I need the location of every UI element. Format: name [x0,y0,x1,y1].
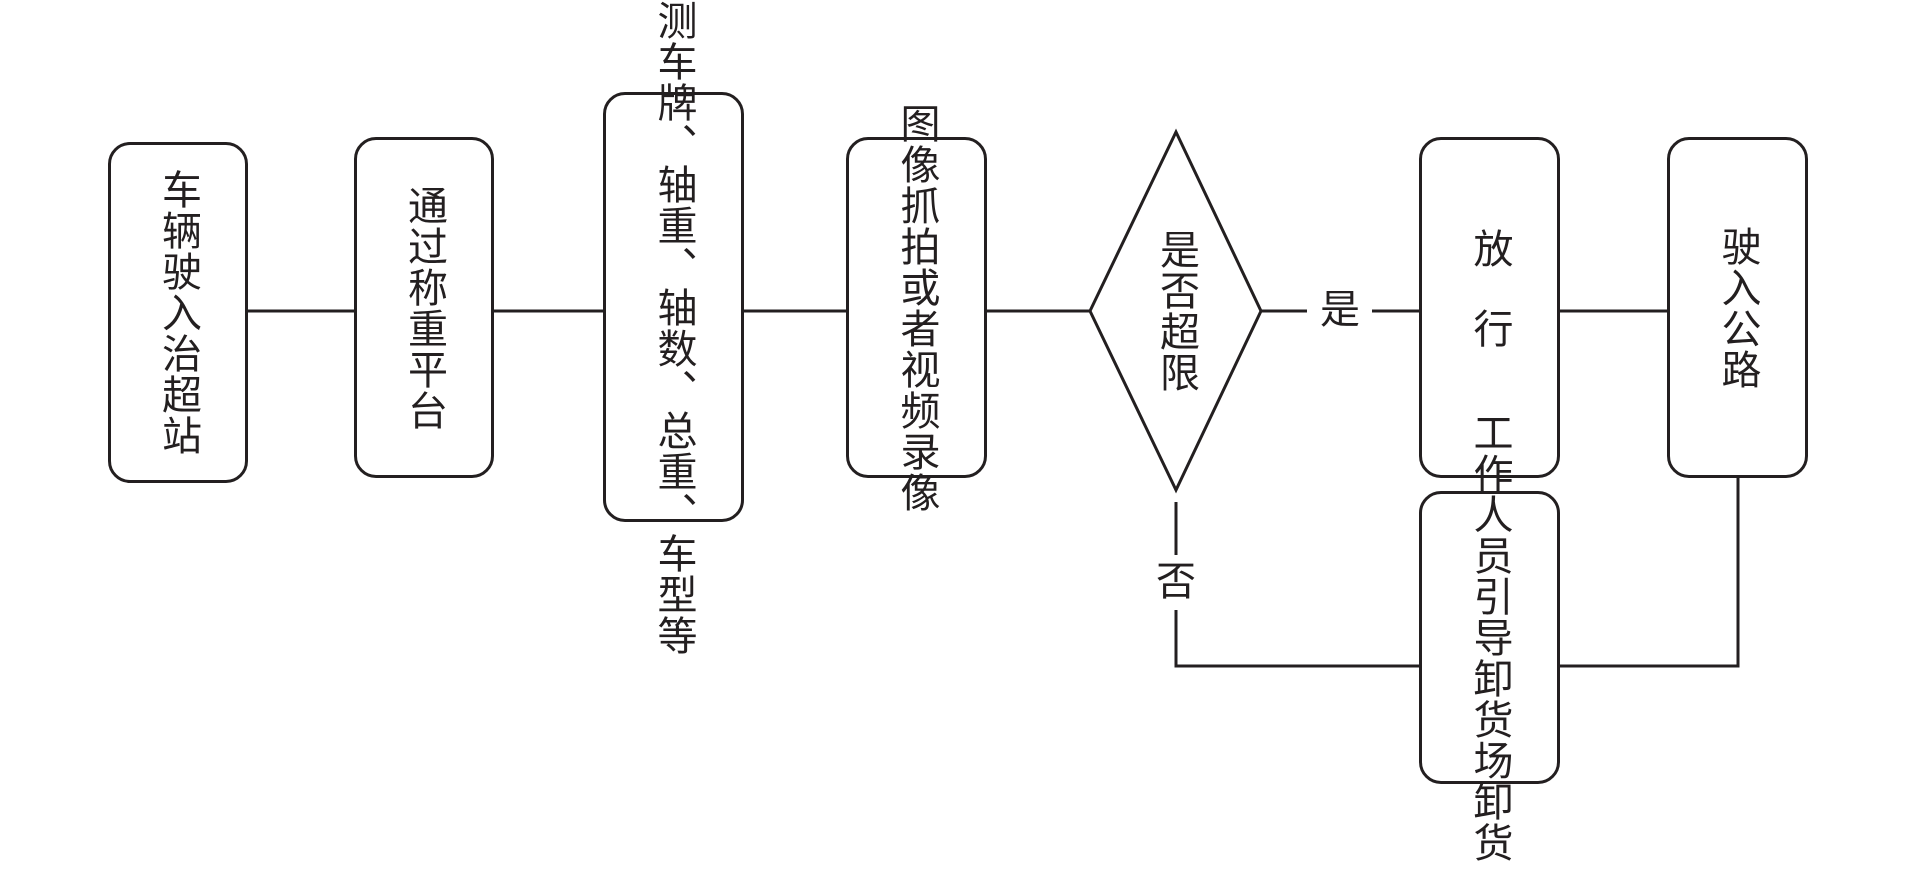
node-enter-station: 车辆驶入治超站 [108,142,248,483]
node-overload-check: 是否超限 [1136,216,1216,406]
node-capture-label: 图像抓拍或者视频录像 [893,102,940,513]
node-enter-road: 驶入公路 [1667,137,1808,478]
node-capture: 图像抓拍或者视频录像 [846,103,987,513]
edge-label-no: 否 [1148,560,1204,604]
decision-diamond-overload [1088,128,1263,494]
node-enter-road-label: 驶入公路 [1714,225,1761,390]
node-enter-station-label: 车辆驶入治超站 [155,169,201,456]
node-release: 放行 [1419,137,1560,478]
edge-label-yes: 是 [1310,288,1370,332]
node-unload: 工作人员引导卸货场卸货 [1419,412,1560,863]
connector-road-to-unload [1559,476,1740,668]
node-release-label: 放行 [1466,227,1513,388]
connector-no-label-to-unload [1174,610,1421,668]
node-weigh-platform: 通过称重平台 [354,137,494,478]
node-detection: 检测车牌、轴重、轴数、总重、车型等 [603,0,744,656]
node-unload-label: 工作人员引导卸货场卸货 [1466,412,1513,863]
node-weigh-platform-label: 通过称重平台 [401,184,447,431]
node-overload-check-label: 是否超限 [1153,229,1199,393]
node-detection-label: 检测车牌、轴重、轴数、总重、车型等 [650,0,697,656]
